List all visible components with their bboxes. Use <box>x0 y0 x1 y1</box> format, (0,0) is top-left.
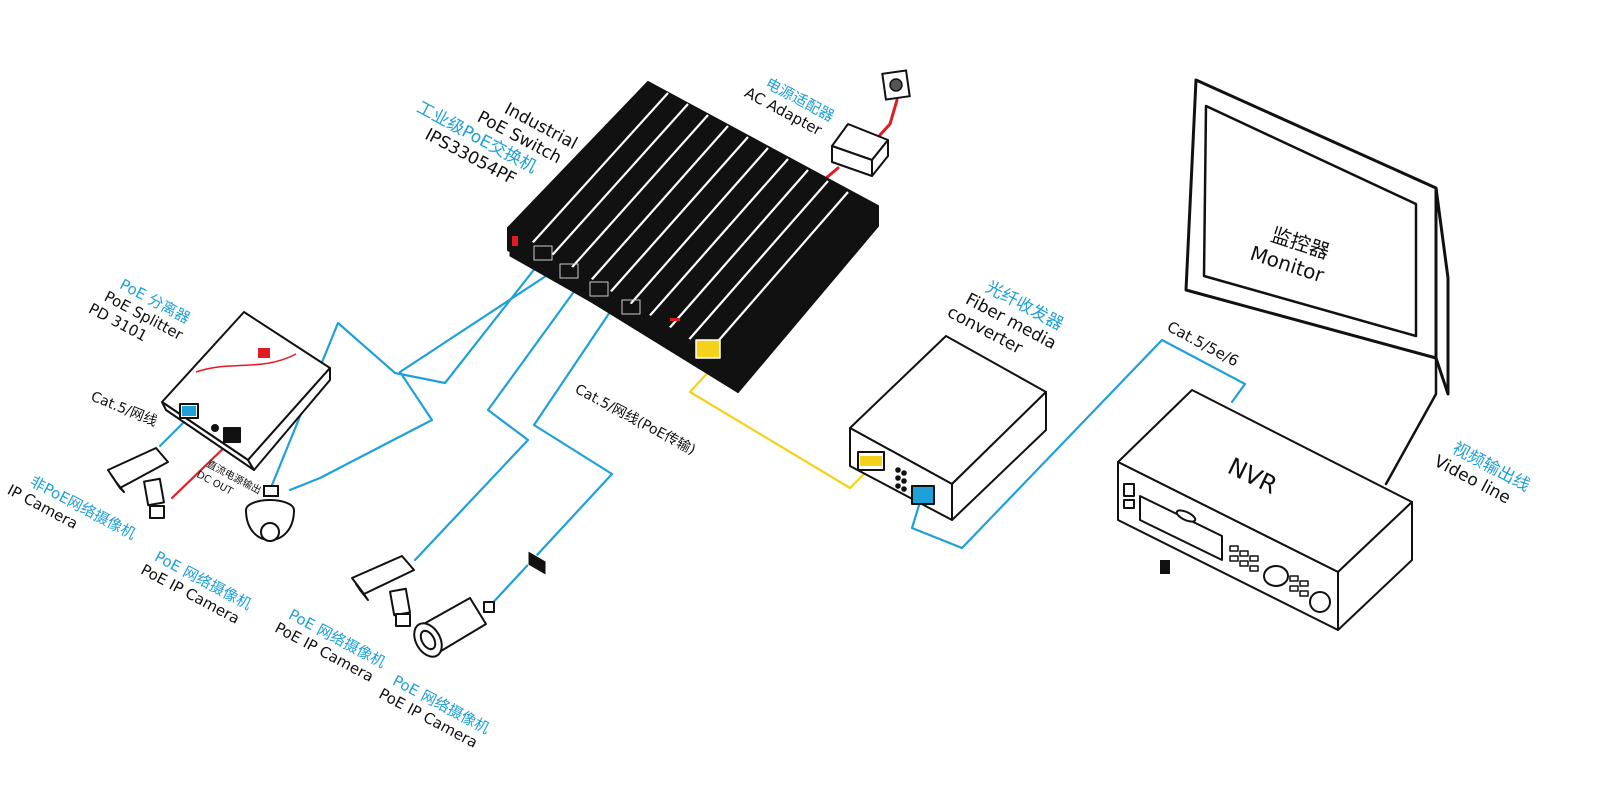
wall-socket-icon <box>881 69 911 101</box>
dome-camera-icon <box>245 485 295 542</box>
poe-splitter <box>161 311 331 471</box>
poe-camera-label-1: PoE 网络摄像机 PoE IP Camera <box>138 548 255 628</box>
converter-rj45-port <box>911 485 935 505</box>
fiber-converter <box>849 335 1047 521</box>
cable-dc-out <box>170 438 234 500</box>
cable-power-socket <box>878 98 899 137</box>
poe-cable-label: Cat.5/网线(PoE传输) <box>572 381 698 458</box>
ac-adapter <box>831 123 889 177</box>
poe-camera-label-3: PoE 网络摄像机 PoE IP Camera <box>376 672 493 752</box>
switch-rj45-ports <box>527 245 641 576</box>
video-line-label: 视频输出线 Video line <box>1430 439 1533 509</box>
poe-switch <box>507 81 879 576</box>
nvr <box>1117 389 1413 631</box>
nvr-buttons <box>1229 545 1309 597</box>
cable-camera-2 <box>413 284 580 562</box>
cable-nvr <box>910 338 1247 550</box>
splitter-cable-label: Cat.5/网线 <box>89 389 160 430</box>
poe-camera-label-2: PoE 网络摄像机 PoE IP Camera <box>272 606 389 686</box>
cable-camera-3 <box>486 310 614 610</box>
adapter-label: 电源适配器 AC Adapter <box>742 74 837 139</box>
box-camera-icon-2 <box>351 555 415 627</box>
switch-sfp-port <box>695 339 721 359</box>
monitor <box>1184 78 1450 396</box>
splitter-label: PoE 分离器 PoE Splitter PD 3101 <box>86 275 193 345</box>
small-marker <box>1160 560 1170 574</box>
box-camera-icon <box>107 447 169 519</box>
cable-camera-1 <box>288 268 557 492</box>
cable-fiber <box>688 366 870 490</box>
bullet-camera-icon <box>413 597 495 658</box>
